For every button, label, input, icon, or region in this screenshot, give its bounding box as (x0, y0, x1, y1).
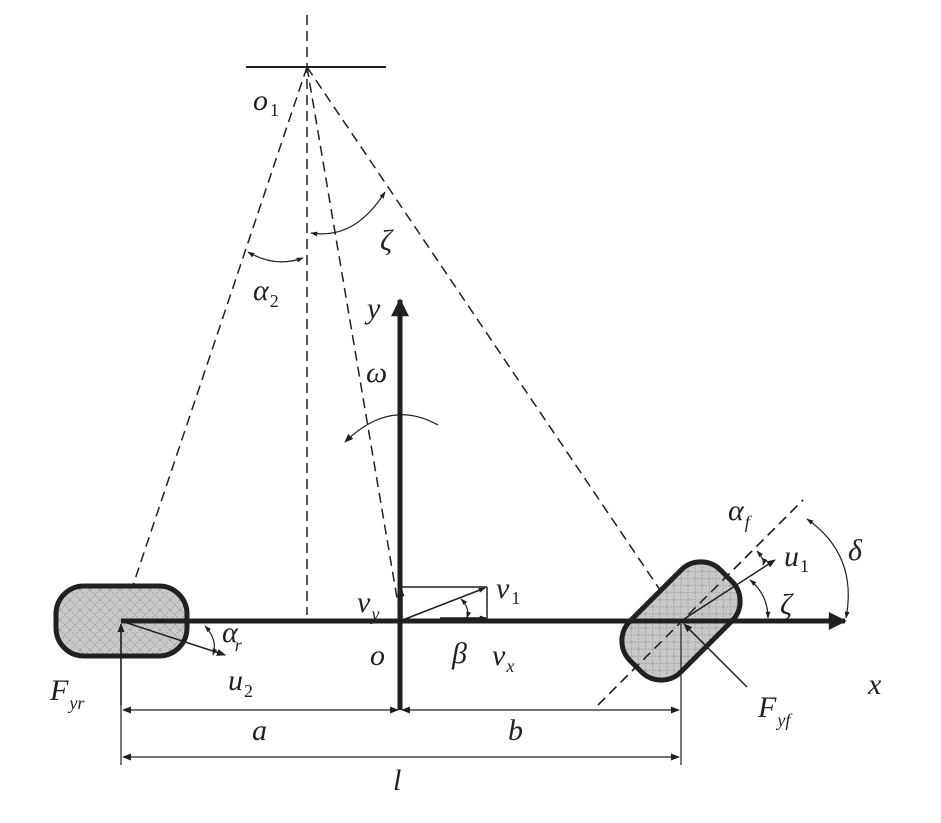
omega-arc (344, 414, 439, 443)
label-fyr: Fyr (49, 674, 85, 713)
rear-radius-dashed-line (120, 66, 308, 622)
label-alpha-r: αr (222, 616, 243, 655)
u1-arrow (680, 559, 776, 622)
label-a: a (252, 714, 267, 747)
label-zeta-front: ζ (780, 588, 794, 621)
label-l: l (393, 764, 401, 797)
alpha2-arc (247, 251, 304, 263)
velocity-triangle (399, 586, 488, 622)
label-omega: ω (366, 356, 387, 389)
label-vy: vy (357, 586, 379, 624)
label-alpha2: α2 (253, 274, 279, 311)
zeta-front-arc (749, 579, 771, 619)
fyf-arrow (683, 623, 748, 688)
delta-arc (806, 518, 850, 619)
label-zeta-top: ζ (380, 224, 394, 257)
cg-radius-dashed-line (306, 66, 399, 605)
label-delta: δ (848, 534, 863, 567)
label-origin: o (370, 639, 385, 672)
label-beta: β (451, 637, 467, 670)
label-x-axis: x (867, 668, 882, 701)
zeta-top-arc (310, 191, 386, 237)
dimension-lines (120, 624, 682, 765)
alpha-f-arc (756, 550, 768, 566)
label-alpha-f: αf (728, 494, 753, 532)
label-vx: vx (492, 639, 514, 676)
angle-arcs (204, 191, 850, 656)
label-fyf: Fyf (757, 691, 793, 730)
label-u2: u2 (228, 664, 253, 701)
front-radius-dashed-line (306, 66, 682, 622)
alpha-r-arc (204, 625, 218, 656)
v1-arrow (399, 587, 486, 622)
label-u1: u1 (784, 540, 809, 576)
beta-arc (460, 598, 472, 619)
label-b: b (508, 714, 523, 747)
label-y-axis: y (364, 292, 381, 325)
